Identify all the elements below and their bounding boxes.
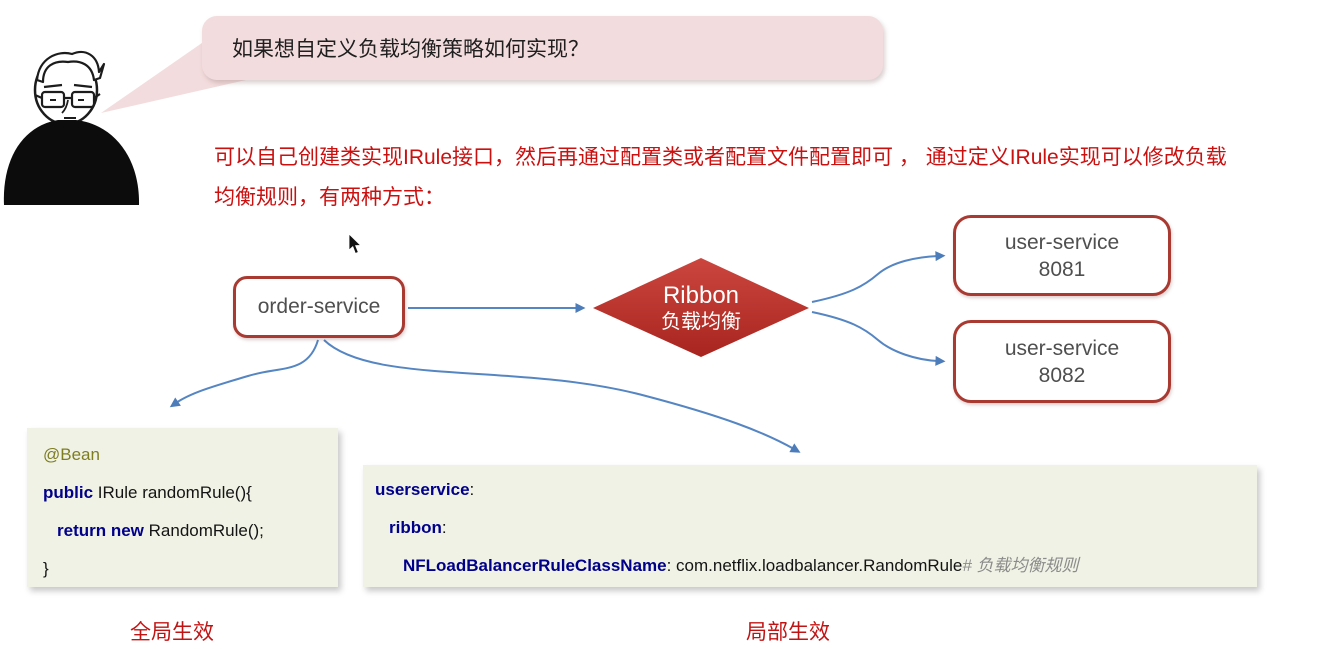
yaml-line-child: ribbon: (375, 509, 1257, 547)
code-line-annotation: @Bean (43, 436, 338, 474)
user-service-name: user-service (1004, 336, 1120, 360)
yaml-code-block: userservice: ribbon: NFLoadBalancerRuleC… (363, 465, 1257, 587)
order-service-node: order-service (233, 276, 405, 338)
bean-annotation: @Bean (43, 445, 100, 464)
yaml-line-root: userservice: (375, 471, 1257, 509)
body-rest: RandomRule(); (143, 521, 264, 540)
yaml-child-separator: : (441, 518, 447, 537)
speech-bubble-text: 如果想自定义负载均衡策略如何实现？ (232, 38, 589, 61)
code-line-body: return new RandomRule(); (43, 512, 338, 550)
java-code-block: @Bean public IRule randomRule(){ return … (27, 428, 338, 587)
ribbon-subtitle: 负载均衡 (661, 311, 741, 333)
closing-brace: } (43, 559, 49, 578)
arrow-ribbon-to-user2 (811, 311, 946, 366)
yaml-prop-value: : com.netflix.loadbalancer.RandomRule (666, 556, 963, 575)
yaml-prop-comment: # 负载均衡规则 (962, 556, 1079, 575)
yaml-root-key: userservice (375, 480, 470, 499)
answer-line-2: 均衡规则，有两种方式： (214, 186, 445, 209)
user-service-8082-node: user-service 8082 (953, 320, 1171, 403)
arrow-order-to-java (169, 339, 319, 408)
user-service-name: user-service (1004, 230, 1120, 254)
order-service-label: order-service (257, 295, 381, 318)
signature-rest: IRule randomRule(){ (93, 483, 252, 502)
yaml-root-separator: : (469, 480, 475, 499)
code-line-closing: } (43, 550, 338, 588)
ribbon-title: Ribbon (662, 282, 740, 309)
user-service-port: 8082 (1038, 363, 1086, 387)
arrow-ribbon-to-user1 (811, 251, 946, 303)
yaml-line-property: NFLoadBalancerRuleClassName: com.netflix… (375, 547, 1257, 585)
speech-bubble: 如果想自定义负载均衡策略如何实现？ (202, 16, 883, 80)
public-keyword: public (43, 483, 94, 502)
caption-local: 局部生效 (746, 621, 830, 644)
code-line-signature: public IRule randomRule(){ (43, 474, 338, 512)
mouse-cursor-icon (348, 234, 362, 255)
return-new-keyword: return new (57, 521, 144, 540)
yaml-child-key: ribbon (389, 518, 442, 537)
user-service-port: 8081 (1038, 257, 1086, 281)
yaml-prop-key: NFLoadBalancerRuleClassName (403, 556, 667, 575)
arrow-order-to-yaml (323, 339, 801, 453)
caption-global: 全局生效 (130, 621, 214, 644)
person-illustration (3, 50, 140, 205)
user-service-8081-node: user-service 8081 (953, 215, 1171, 296)
answer-line-1: 可以自己创建类实现IRule接口，然后再通过配置类或者配置文件配置即可 ， 通过… (214, 146, 1227, 169)
answer-text: 可以自己创建类实现IRule接口，然后再通过配置类或者配置文件配置即可 ， 通过… (214, 138, 1320, 218)
ribbon-diamond-label: Ribbon 负载均衡 (593, 263, 809, 353)
